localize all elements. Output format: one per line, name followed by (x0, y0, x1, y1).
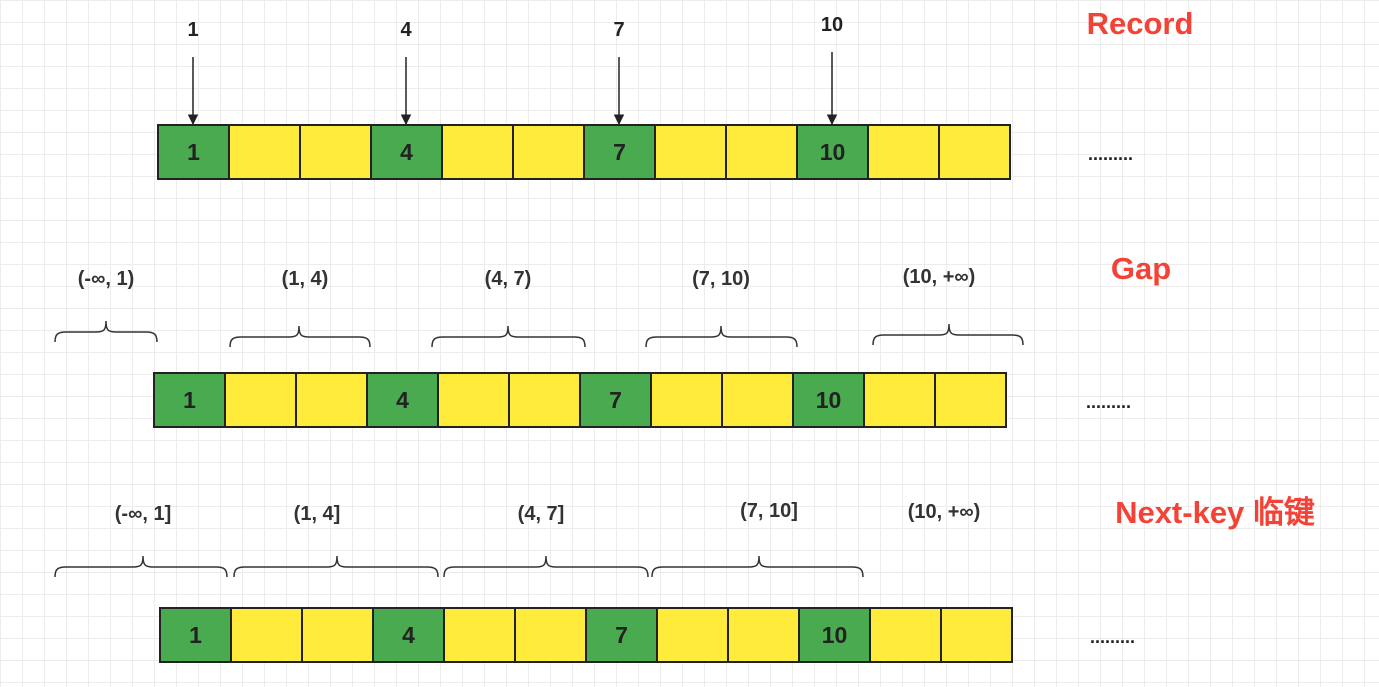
record-value: 10 (816, 387, 842, 413)
record-value: 4 (402, 622, 415, 648)
gap-cell (224, 372, 297, 428)
gap-range-label: (4, 7) (485, 268, 532, 290)
gap-brace (431, 325, 586, 348)
gap-cell (301, 607, 374, 663)
record-value: 10 (822, 622, 848, 648)
row-gap: Gap (-∞, 1) (1, 4) (4, 7) (7, 10) (10, +… (54, 251, 1171, 428)
gap-cell (512, 124, 585, 180)
gap-range-label: (1, 4) (282, 268, 329, 290)
gap-cell (230, 607, 303, 663)
gap-cell (725, 124, 798, 180)
cell-strip: 1 4 7 10 (157, 124, 1011, 180)
gap-cell (228, 124, 301, 180)
gap-brace (872, 323, 1024, 346)
ellipsis: ......... (1086, 392, 1131, 412)
next-key-range-label: (-∞, 1] (115, 503, 171, 525)
gap-brace (54, 320, 158, 343)
next-key-brace (651, 555, 864, 578)
gap-cell (295, 372, 368, 428)
record-value: 4 (396, 387, 409, 413)
gap-cell (938, 124, 1011, 180)
record-cell (798, 607, 871, 663)
record-cell (366, 372, 439, 428)
record-value: 1 (187, 139, 200, 165)
gap-cell (934, 372, 1007, 428)
cell-strip: 1 4 7 10 (159, 607, 1013, 663)
pointer-label: 4 (400, 19, 412, 41)
record-cell (585, 607, 658, 663)
gap-cell (863, 372, 936, 428)
record-value: 7 (609, 387, 622, 413)
next-key-range-label: (7, 10] (740, 500, 798, 522)
record-value: 1 (189, 622, 202, 648)
gap-brace (229, 325, 371, 348)
record-value: 10 (820, 139, 846, 165)
pointer-label: 1 (187, 19, 198, 41)
record-cell (583, 124, 656, 180)
gap-cell (656, 607, 729, 663)
record-value: 7 (615, 622, 628, 648)
next-key-range-label: (10, +∞) (908, 501, 981, 523)
next-key-range-label: (1, 4] (294, 503, 341, 525)
ellipsis: ......... (1090, 627, 1135, 647)
row-title: Next-key 临键 (1115, 495, 1315, 530)
pointer-label: 10 (821, 14, 843, 36)
record-cell (372, 607, 445, 663)
gap-range-label: (-∞, 1) (78, 268, 134, 290)
row-title: Record (1087, 6, 1194, 41)
record-value: 7 (613, 139, 626, 165)
next-key-brace (54, 555, 228, 578)
gap-cell (727, 607, 800, 663)
ellipsis: ......... (1088, 144, 1133, 164)
gap-brace (645, 325, 798, 348)
gap-cell (443, 607, 516, 663)
pointer-1: 1 (187, 19, 199, 126)
record-cell (796, 124, 869, 180)
pointer-4: 4 (400, 19, 412, 126)
gap-cell (650, 372, 723, 428)
record-value: 4 (400, 139, 413, 165)
row-title: Gap (1111, 251, 1171, 286)
gap-cell (869, 607, 942, 663)
pointer-10: 10 (821, 14, 843, 126)
gap-cell (437, 372, 510, 428)
gap-cell (508, 372, 581, 428)
next-key-brace (233, 555, 439, 578)
gap-range-label: (10, +∞) (903, 266, 976, 288)
gap-cell (654, 124, 727, 180)
gap-cell (867, 124, 940, 180)
pointer-label: 7 (613, 19, 624, 41)
row-next-key: Next-key 临键 (-∞, 1] (1, 4] (4, 7] (7, 10… (54, 495, 1315, 663)
next-key-range-label: (4, 7] (518, 503, 565, 525)
record-value: 1 (183, 387, 196, 413)
gap-cell (441, 124, 514, 180)
gap-cell (721, 372, 794, 428)
pointer-7: 7 (613, 19, 625, 126)
gap-cell (940, 607, 1013, 663)
cell-strip: 1 4 7 10 (153, 372, 1007, 428)
next-key-brace (443, 555, 649, 578)
gap-cell (514, 607, 587, 663)
record-cell (157, 124, 230, 180)
gap-cell (299, 124, 372, 180)
record-cell (370, 124, 443, 180)
row-record: Record 1 4 7 10 1 4 7 10 ......... (157, 6, 1194, 180)
gap-range-label: (7, 10) (692, 268, 750, 290)
